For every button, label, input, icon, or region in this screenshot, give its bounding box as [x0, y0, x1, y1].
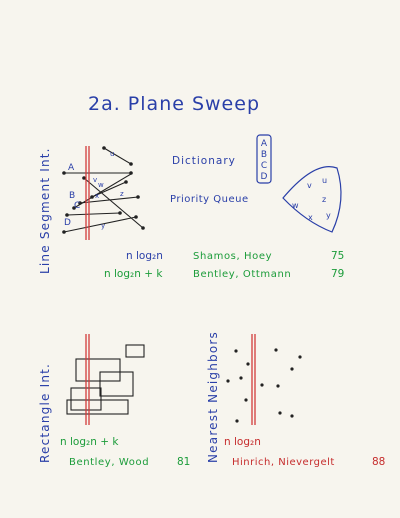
line-segment-year-2: 79	[331, 268, 344, 280]
nearest-complexity: n log₂n	[224, 436, 261, 448]
line-segment-complexity-2: n log₂n + k	[104, 268, 163, 280]
segment-x	[66, 212, 121, 216]
label-a: A	[68, 163, 75, 173]
label-w: w	[98, 181, 104, 189]
nearest-citation: Hinrich, Nievergelt	[232, 457, 335, 468]
rectangle-citation: Bentley, Wood	[69, 457, 149, 468]
segment-endpoints	[62, 146, 145, 234]
nearest-points	[226, 348, 302, 423]
line-segment-citation-2: Bentley, Ottmann	[193, 269, 291, 280]
priority-queue-label: Priority Queue	[170, 194, 249, 205]
nearest-year: 88	[372, 456, 385, 468]
label-c: C	[74, 201, 80, 211]
pq-item-v: v	[307, 181, 312, 190]
nearest-section-label: Nearest Neighbors	[206, 331, 220, 463]
dictionary-item-b: B	[261, 150, 267, 160]
label-u: u	[110, 150, 114, 158]
dictionary-item-d: D	[261, 172, 268, 182]
rect-upper-left	[75, 358, 121, 382]
line-segment-figure: A B C D u v w x y z	[62, 146, 145, 240]
label-y: y	[101, 222, 105, 230]
segment-d	[63, 216, 137, 233]
line-segment-citation-1: Shamos, Hoey	[193, 251, 272, 262]
label-x: x	[95, 192, 99, 200]
rectangle-year: 81	[177, 456, 190, 468]
line-segment-section-label: Line Segment Int.	[38, 147, 52, 274]
page-title: 2a. Plane Sweep	[88, 93, 260, 115]
label-v: v	[93, 176, 97, 184]
label-b: B	[69, 191, 75, 201]
rect-bottom-wide	[66, 399, 129, 415]
pq-item-x: x	[308, 213, 313, 222]
segment-c	[73, 173, 132, 209]
pq-item-z: z	[322, 195, 326, 204]
rect-small-top	[125, 344, 145, 358]
line-segment-year-1: 75	[331, 250, 344, 262]
nearest-figure	[226, 334, 302, 425]
segment-b-diag	[83, 177, 144, 229]
rectangle-figure	[66, 334, 145, 425]
label-d: D	[64, 218, 71, 228]
pq-item-u: u	[322, 176, 327, 185]
dictionary-item-c: C	[261, 161, 267, 171]
dictionary-box	[256, 134, 272, 184]
rectangle-complexity: n log₂n + k	[60, 436, 119, 448]
rectangle-section-label: Rectangle Int.	[38, 363, 52, 463]
pq-item-y: y	[326, 211, 331, 220]
line-segment-complexity-1: n log₂n	[126, 250, 163, 262]
segment-u	[103, 147, 132, 165]
rect-middle	[99, 371, 134, 397]
segment-b	[79, 196, 139, 204]
dictionary-label: Dictionary	[172, 155, 236, 167]
priority-queue-heap	[282, 166, 342, 233]
label-z: z	[120, 190, 124, 198]
dictionary-item-a: A	[261, 139, 268, 149]
pq-item-w: w	[292, 201, 299, 210]
